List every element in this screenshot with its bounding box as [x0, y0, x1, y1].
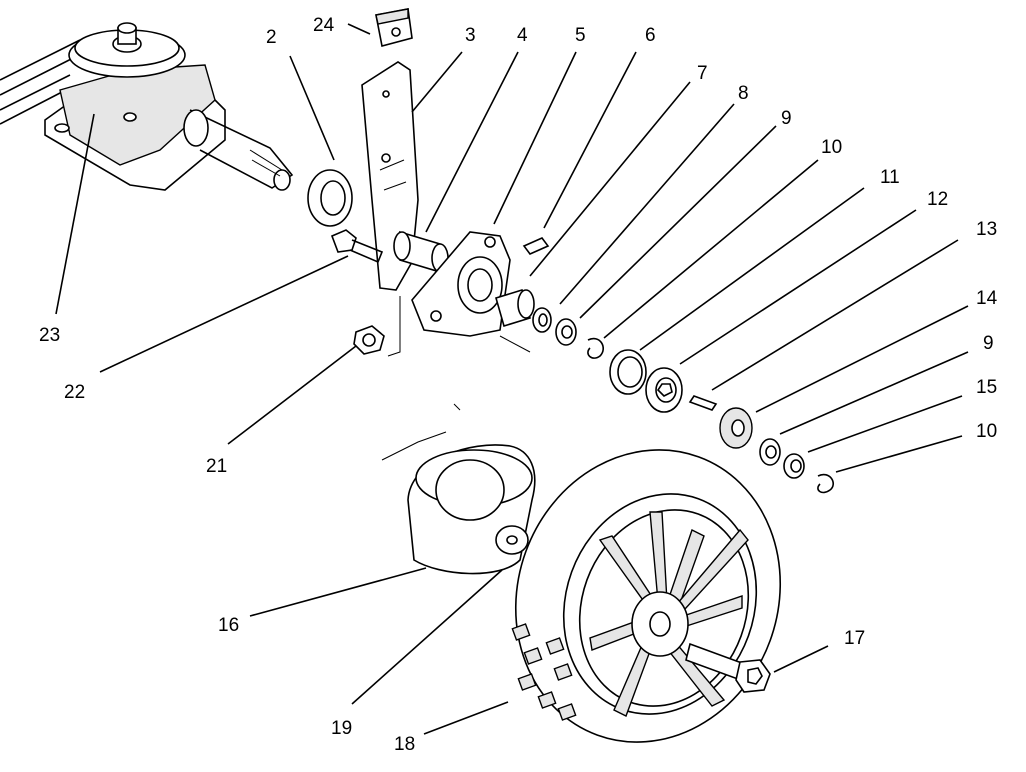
part-21-nut: [353, 325, 385, 355]
callout-14: 14: [976, 288, 998, 309]
leader-lines: [55, 23, 969, 735]
part-14-pinion-gear: [719, 407, 753, 449]
callout-10-upper: 10: [821, 137, 842, 158]
callout-12: 12: [927, 189, 948, 210]
part-11-ring: [609, 349, 647, 395]
callout-16: 16: [218, 615, 239, 636]
callout-2: 2: [266, 27, 277, 48]
part-22-bolt: [330, 229, 384, 264]
callout-17: 17: [844, 628, 865, 649]
wheel-tread: [511, 623, 577, 721]
part-4-shaft: [393, 230, 449, 274]
callout-24: 24: [313, 15, 335, 36]
part-7-bushing: [495, 288, 535, 328]
callout-18: 18: [394, 734, 415, 755]
part-19-washer: [495, 525, 529, 555]
callout-22: 22: [64, 382, 85, 403]
transmission-gearbox: [0, 22, 294, 191]
callout-labels: 24 2 3 4 5 6 7 8 9 10 11 12 13 14 9 15 1…: [39, 15, 998, 755]
callout-21: 21: [206, 456, 227, 477]
callout-11: 11: [880, 167, 900, 188]
part-10b-clip: [817, 473, 834, 494]
part-15-spacer: [783, 453, 805, 479]
callout-9-lower: 9: [983, 333, 994, 354]
part-10-clip: [587, 337, 604, 359]
callout-8: 8: [738, 83, 749, 104]
callout-6: 6: [645, 25, 656, 46]
callout-13: 13: [976, 219, 997, 240]
part-8-washer: [532, 307, 552, 333]
part-12-bearing: [645, 367, 683, 413]
callout-3: 3: [465, 25, 476, 46]
callout-4: 4: [517, 25, 528, 46]
part-24-clip: [375, 8, 413, 47]
part-17-axle-bolt: [685, 642, 771, 693]
callout-5: 5: [575, 25, 586, 46]
part-6-screw: [522, 237, 550, 255]
part-9-washer: [555, 318, 577, 346]
callout-9-upper: 9: [781, 108, 792, 129]
callout-7: 7: [697, 63, 708, 84]
callout-23: 23: [39, 325, 60, 346]
part-13-key: [688, 395, 718, 411]
part-2-seal: [307, 169, 353, 227]
alignment-lines: [381, 296, 531, 461]
part-9b-washer: [759, 438, 781, 466]
callout-10-lower: 10: [976, 421, 997, 442]
callout-15: 15: [976, 377, 997, 398]
callout-19: 19: [331, 718, 352, 739]
